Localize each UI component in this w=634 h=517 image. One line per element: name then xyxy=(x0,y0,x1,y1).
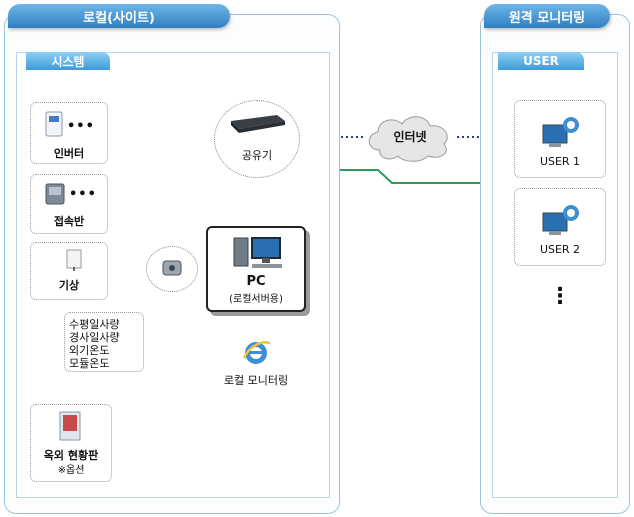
weather-items-box: 수평일사량 경사일사량 외기온도 모듈온도 xyxy=(64,312,144,372)
junction-box: ••• 접속반 xyxy=(30,174,108,234)
outdoor-board-icon xyxy=(59,411,81,441)
weather-label: 기상 xyxy=(58,279,80,292)
inverter-label: 인버터 xyxy=(53,147,85,160)
junction-box-dots: ••• xyxy=(69,187,97,202)
pc-icon xyxy=(233,237,282,268)
weather-item: 외기온도 xyxy=(69,344,110,357)
weather-sensor-icon xyxy=(66,249,82,271)
inverter-box: ••• 인버터 xyxy=(30,102,108,164)
user-pc-icon xyxy=(542,117,579,147)
local-site-tab: 로컬(사이트) xyxy=(8,4,230,28)
pc-subtitle: (로컬서버용) xyxy=(229,294,283,305)
inverter-dots: ••• xyxy=(67,119,95,134)
weather-item: 모듈온도 xyxy=(69,357,110,370)
user-pc-icon xyxy=(542,205,579,235)
browser-icon xyxy=(242,341,271,364)
internet-cloud-icon xyxy=(368,116,448,162)
weather-box: 기상 xyxy=(30,242,108,300)
user-1-box: USER 1 xyxy=(514,100,606,178)
more-users-indicator: ⋮ xyxy=(549,284,571,309)
pc-title: PC xyxy=(246,274,266,289)
remote-tab: 원격 모니터링 xyxy=(484,4,610,28)
converter-icon xyxy=(162,260,182,276)
local-monitoring-label: 로컬 모니터링 xyxy=(223,374,289,387)
weather-item: 수평일사량 xyxy=(69,318,120,331)
user-tab: USER xyxy=(498,52,584,70)
internet-label: 인터넷 xyxy=(393,130,427,144)
outdoor-board-box: 옥외 현황판 ※옵션 xyxy=(30,404,112,482)
weather-item: 경사일사량 xyxy=(69,331,120,344)
user-2-box: USER 2 xyxy=(514,188,606,266)
junction-box-label: 접속반 xyxy=(53,215,85,228)
pc-box: PC (로컬서버용) xyxy=(206,226,306,312)
router-icon xyxy=(231,115,285,133)
converter-node xyxy=(146,246,198,292)
system-tab: 시스템 xyxy=(26,52,110,70)
outdoor-board-label: 옥외 현황판 xyxy=(43,449,99,462)
router-node: 공유기 xyxy=(214,100,300,178)
router-label: 공유기 xyxy=(241,149,273,162)
user-1-label: USER 1 xyxy=(539,155,581,168)
user-2-label: USER 2 xyxy=(539,243,581,256)
junction-box-icon xyxy=(45,183,65,205)
outdoor-board-note: ※옵션 xyxy=(57,465,85,476)
inverter-icon xyxy=(45,111,63,137)
